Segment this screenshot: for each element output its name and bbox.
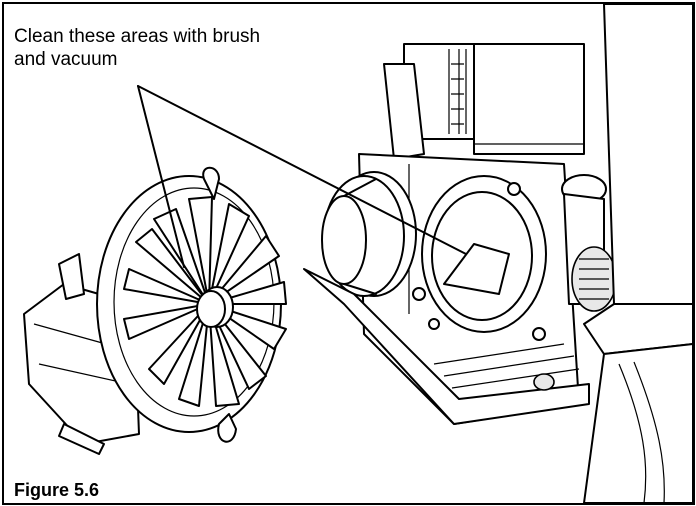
stove-body: [303, 4, 693, 503]
impeller: [123, 196, 287, 407]
callout-line-2: and vacuum: [14, 49, 118, 70]
blower-assembly: [23, 166, 287, 455]
leader-line-impeller: [137, 85, 185, 268]
callout-line-1: Clean these areas with brush: [14, 26, 261, 47]
leader-line-opening: [137, 85, 467, 255]
callout-text: Clean these areas with brush and vacuum: [14, 25, 354, 71]
technical-illustration: [23, 4, 693, 503]
figure-caption: Figure 5.6: [14, 480, 100, 500]
